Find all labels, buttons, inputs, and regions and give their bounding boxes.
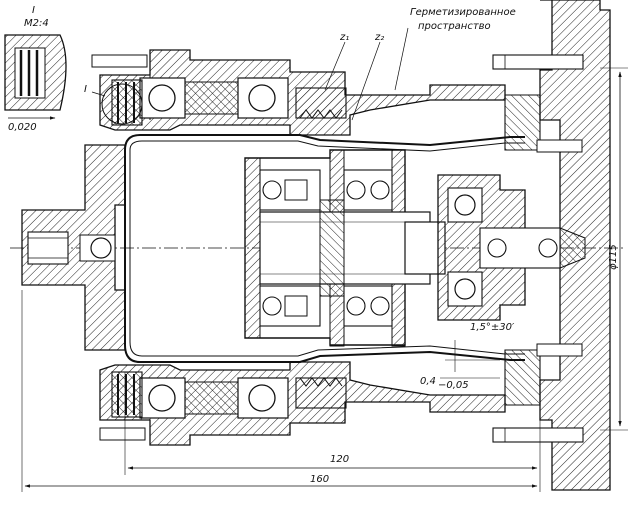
gap-tolerance-label: −0,05 xyxy=(438,380,469,391)
output-hub xyxy=(437,174,586,321)
detail-ref-label: I xyxy=(32,5,35,16)
gear-z1-label: z₁ xyxy=(339,32,349,43)
gear-teeth-lower xyxy=(295,377,347,409)
upper-bearings xyxy=(139,77,289,119)
flange-bolts xyxy=(91,54,584,443)
dimension-160: 160 xyxy=(310,474,329,485)
dim-lines xyxy=(21,67,628,492)
seal-stack-upper xyxy=(111,79,143,126)
detail-scale-label: М2:4 xyxy=(24,18,49,29)
input-hub xyxy=(21,144,126,351)
lower-bearings xyxy=(139,377,289,419)
detail-tolerance-label: 0,020 xyxy=(8,122,37,133)
dimension-120: 120 xyxy=(330,454,349,465)
detail-callout-label: I xyxy=(84,84,87,95)
central-shaft xyxy=(259,199,446,297)
gear-z2-label: z₂ xyxy=(374,32,384,43)
gap-size-label: 0,4 xyxy=(420,376,436,387)
sealed-space-label-line2: пространство xyxy=(418,21,491,32)
inner-bearings xyxy=(259,169,393,327)
seal-stack-lower xyxy=(111,371,143,418)
gap-angle-label: 1,5°±30′ xyxy=(470,322,515,333)
gear-teeth-upper xyxy=(295,87,347,119)
detail-view-inset xyxy=(4,34,67,120)
inner-carrier xyxy=(244,149,406,347)
sealed-space-label-line1: Герметизированное xyxy=(410,7,516,18)
detail-callout-circle xyxy=(101,83,143,125)
leader-lines xyxy=(324,27,409,121)
dimension-diameter: φ115 xyxy=(608,244,619,270)
